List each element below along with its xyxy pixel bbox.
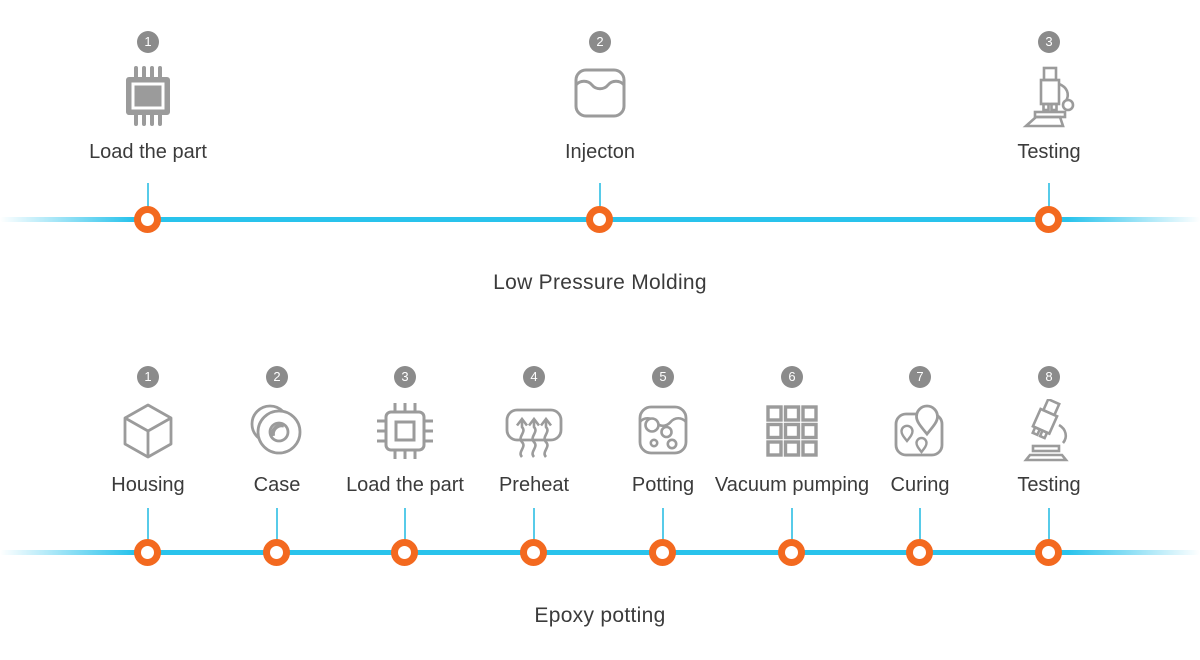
timeline-marker (520, 539, 547, 566)
connector-line (1048, 183, 1050, 220)
step-label: Load the part (346, 474, 464, 496)
step-number-badge: 2 (589, 31, 611, 53)
step-case: 2 Case (177, 366, 377, 576)
preheat-arrows-icon (502, 399, 566, 463)
step-number-badge: 7 (909, 366, 931, 388)
connector-line (919, 508, 921, 553)
timeline-marker (263, 539, 290, 566)
timeline-marker (1035, 539, 1062, 566)
step-number-badge: 4 (523, 366, 545, 388)
step-number-badge: 1 (137, 31, 159, 53)
timeline-marker (134, 539, 161, 566)
timeline-marker (391, 539, 418, 566)
cube-icon (116, 399, 180, 463)
step-label: Testing (1017, 474, 1081, 496)
step-label: Vacuum pumping (714, 474, 870, 496)
step-label: Testing (1017, 141, 1081, 163)
step-potting: 5 Potting (563, 366, 763, 576)
section-title-epoxy-potting: Epoxy potting (534, 604, 666, 627)
step-number-badge: 6 (781, 366, 803, 388)
step-load-the-part-2: 3 Load the part (305, 366, 505, 576)
map-pins-icon (888, 399, 952, 463)
step-label: Injecton (564, 141, 636, 163)
connector-line (662, 508, 664, 553)
chip-outline-icon (373, 399, 437, 463)
step-preheat: 4 Preheat (434, 366, 634, 576)
step-label: Potting (631, 474, 695, 496)
timeline-marker (1035, 206, 1062, 233)
timeline-marker (134, 206, 161, 233)
step-label: Load the part (89, 141, 207, 163)
timeline-marker (649, 539, 676, 566)
step-label: Housing (111, 474, 185, 496)
microscope-icon (1017, 64, 1081, 128)
step-injecton: 2 Injecton (500, 31, 700, 241)
microscope-tilted-icon (1017, 399, 1081, 463)
step-load-the-part-1: 1 Load the part (48, 31, 248, 241)
step-number-badge: 5 (652, 366, 674, 388)
step-testing-2: 8 Testing (949, 366, 1149, 576)
connector-line (533, 508, 535, 553)
timeline-epoxy-potting (0, 550, 1200, 555)
connector-line (791, 508, 793, 553)
connector-line (147, 183, 149, 220)
step-number-badge: 1 (137, 366, 159, 388)
step-vacuum-pumping: 6 Vacuum pumping (692, 366, 892, 576)
connector-line (404, 508, 406, 553)
timeline-marker (778, 539, 805, 566)
disc-icon (245, 399, 309, 463)
step-curing: 7 Curing (820, 366, 1020, 576)
step-label: Case (253, 474, 301, 496)
step-testing-1: 3 Testing (949, 31, 1149, 241)
step-label: Preheat (498, 474, 570, 496)
timeline-marker (906, 539, 933, 566)
step-number-badge: 2 (266, 366, 288, 388)
timeline-marker (586, 206, 613, 233)
connector-line (147, 508, 149, 553)
section-title-low-pressure-molding: Low Pressure Molding (493, 271, 707, 294)
step-number-badge: 3 (394, 366, 416, 388)
step-label: Curing (890, 474, 950, 496)
connector-line (599, 183, 601, 220)
step-number-badge: 8 (1038, 366, 1060, 388)
liquid-container-icon (568, 64, 632, 128)
chip-filled-icon (116, 64, 180, 128)
connector-line (276, 508, 278, 553)
step-housing: 1 Housing (48, 366, 248, 576)
potting-bubbles-icon (631, 399, 695, 463)
grid-icon (760, 399, 824, 463)
step-number-badge: 3 (1038, 31, 1060, 53)
connector-line (1048, 508, 1050, 553)
